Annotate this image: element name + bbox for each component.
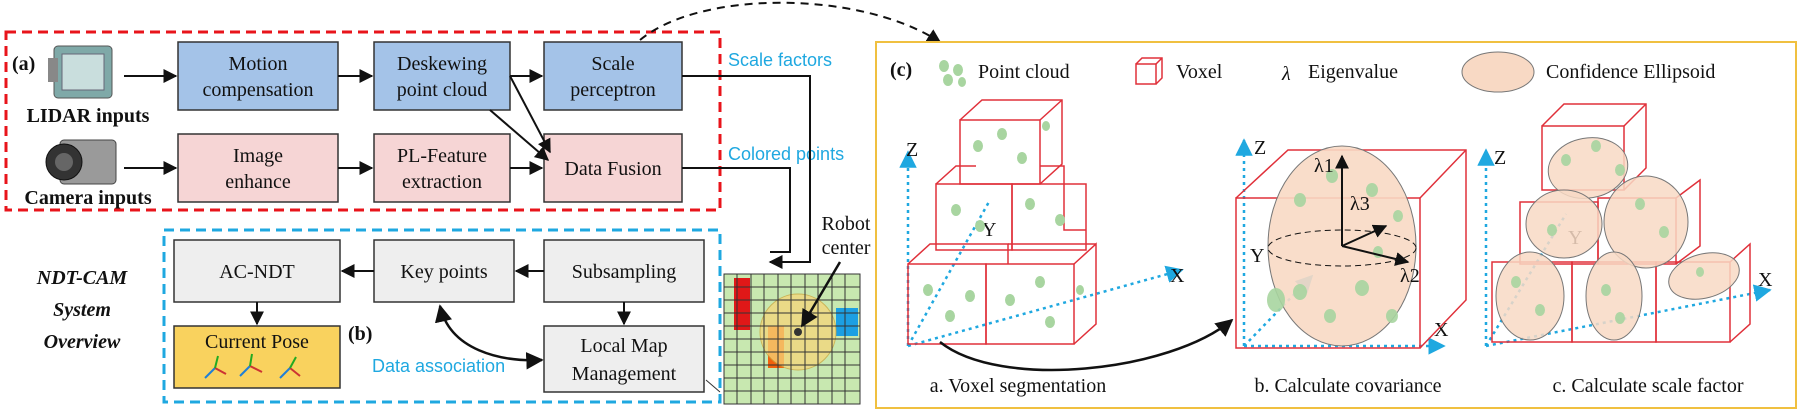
legend-point-cloud-icon [939,60,966,87]
ac-ndt-label: AC-NDT [219,261,295,283]
voxel-c-axis-z: Z [1494,147,1506,169]
section-b-frame [162,228,722,404]
camera-input-label: Camera inputs [24,187,151,209]
lidar-input-label: LIDAR inputs [27,105,150,127]
pl-feature-line2: extraction [402,171,482,193]
legend-eigen-symbol: λ [1281,63,1291,85]
voxel-a-axis-x: X [1170,265,1185,287]
legend-eigenvalue: Eigenvalue [1308,61,1398,83]
voxel-a-axis-z: Z [906,139,918,161]
key-points-box: Key points [373,239,515,303]
lidar-icon [48,45,113,99]
scale-factor-panel: Z Y X c. Calculate scale factor [1477,103,1773,397]
system-title-line3: Overview [44,331,121,353]
pl-feature-line1: PL-Feature [397,145,487,167]
legend-ellipsoid-icon [1461,51,1535,93]
eigen-lambda-3: λ3 [1350,193,1370,215]
current-pose-box: Current Pose [173,325,341,389]
caption-calculate-scale-factor: c. Calculate scale factor [1553,375,1744,397]
local-map-line2: Management [572,363,677,385]
deskewing-box: Deskewing point cloud [373,41,511,111]
covariance-panel: Z Y X λ1 λ3 λ2 b. Calculate covariance [1235,137,1467,397]
voxel-c-axis-x: X [1758,269,1773,291]
caption-calculate-covariance: b. Calculate covariance [1254,375,1441,397]
local-map-line1: Local Map [580,335,667,357]
section-c-label: (c) [890,59,912,81]
pl-feature-box: PL-Feature extraction [373,133,511,203]
colored-points-label: Colored points [728,144,844,164]
eigen-lambda-2: λ2 [1400,265,1420,287]
subsampling-label: Subsampling [572,261,676,283]
voxel-a-axis-y: Y [982,219,996,241]
legend-voxel: Voxel [1176,61,1223,83]
scale-perceptron-box: Scale perceptron [543,41,683,111]
eigen-lambda-1: λ1 [1314,155,1334,177]
section-a-frame [4,30,722,212]
image-enhance-box: Image enhance [177,133,339,203]
section-b-label: (b) [348,323,372,345]
pose-axes-icon [204,353,301,379]
key-points-label: Key points [400,261,487,283]
motion-compensation-box: Motion compensation [177,41,339,111]
voxel-b-axis-y: Y [1250,245,1264,267]
local-map-box: Local Map Management [543,325,705,393]
subsampling-box: Subsampling [543,239,705,303]
section-c-frame [875,41,1797,409]
scale-perceptron-line2: perceptron [570,79,656,101]
camera-icon [45,139,117,185]
motion-compensation-line1: Motion [229,53,288,75]
robot-center-line1: Robot [822,213,871,235]
legend-point-cloud: Point cloud [978,61,1070,83]
voxel-segmentation-panel: Z Y X a. Voxel segmentation [899,99,1185,397]
legend-voxel-icon [1135,57,1163,85]
data-fusion-label: Data Fusion [564,158,661,180]
scale-perceptron-line1: Scale [591,53,634,75]
deskewing-line1: Deskewing [397,53,487,75]
local-grid-map [705,273,861,405]
system-title-line2: System [53,299,111,321]
data-association-label: Data association [372,356,505,376]
section-a-label: (a) [12,53,35,75]
legend-ellipsoid: Confidence Ellipsoid [1546,61,1715,83]
voxel-b-axis-z: Z [1254,137,1266,159]
ac-ndt-box: AC-NDT [173,239,341,303]
voxel-b-axis-x: X [1434,319,1449,341]
image-enhance-line1: Image [233,145,283,167]
robot-center-line2: center [822,237,871,259]
image-enhance-line2: enhance [225,171,291,193]
current-pose-label: Current Pose [205,331,309,353]
motion-compensation-line2: compensation [202,79,313,101]
system-title-line1: NDT-CAM [36,267,129,289]
deskewing-line2: point cloud [397,79,488,101]
caption-voxel-segmentation: a. Voxel segmentation [930,375,1106,397]
scale-factors-label: Scale factors [728,50,832,70]
data-fusion-box: Data Fusion [543,133,683,203]
